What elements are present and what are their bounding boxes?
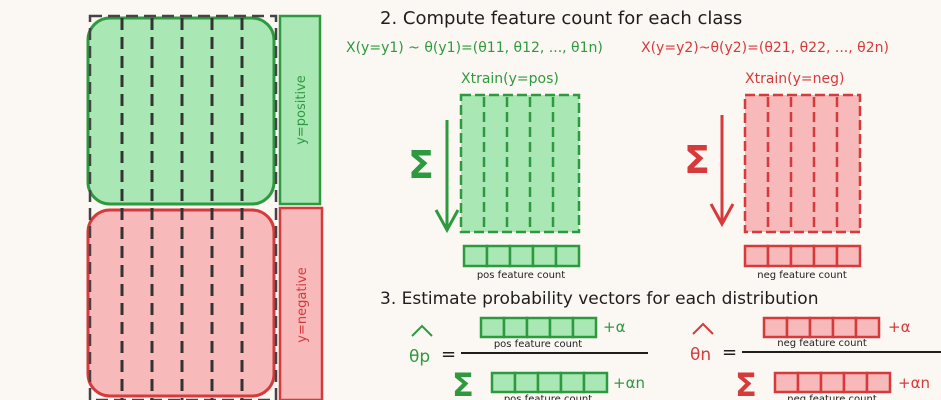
matrix-outline <box>88 14 278 400</box>
theta-n-denom-label: neg feature count <box>787 394 877 400</box>
theta-p-denom-sigma: Σ <box>452 366 474 400</box>
negative-label: y=negative <box>295 267 310 342</box>
xtrain-pos-matrix <box>459 93 581 234</box>
theta-p-denominator-vector <box>490 371 609 394</box>
pos-count-vector <box>462 244 581 268</box>
sigma-neg: Σ <box>684 138 710 182</box>
eq-pos: X(y=y1) ~ θ(y1)=(θ11, θ12, ..., θ1n) <box>346 40 603 56</box>
theta-p-equals: = <box>441 344 456 365</box>
theta-p-num-label: pos feature count <box>494 339 582 350</box>
arrow-down-neg <box>709 115 735 228</box>
positive-label: y=positive <box>294 75 309 145</box>
theta-p-plus-alpha-n: +αn <box>613 374 645 392</box>
theta-p-hat <box>411 324 433 337</box>
eq-neg: X(y=y2)~θ(y2)=(θ21, θ22, ..., θ2n) <box>641 40 889 56</box>
step2-heading: 2. Compute feature count for each class <box>380 8 742 29</box>
xtrain-pos-label: Xtrain(y=pos) <box>461 71 559 87</box>
xtrain-neg-label: Xtrain(y=neg) <box>745 71 845 87</box>
neg-count-vector <box>743 244 862 268</box>
sigma-pos: Σ <box>408 143 434 187</box>
theta-p-numerator-vector <box>479 316 598 339</box>
positive-label-box: y=positive <box>278 14 322 206</box>
theta-p-formula: θp = +α pos feature count Σ +αn pos feat… <box>409 316 648 400</box>
theta-p-plus-alpha: +α <box>603 318 626 336</box>
step3-heading: 3. Estimate probability vectors for each… <box>380 289 818 309</box>
theta-p-denom-label: pos feature count <box>504 394 592 400</box>
theta-n-denom-sigma: Σ <box>735 366 757 400</box>
negative-label-box: y=negative <box>278 206 324 400</box>
theta-n-num-label: neg feature count <box>777 338 867 349</box>
xtrain-neg-matrix <box>743 93 862 234</box>
pos-count-label: pos feature count <box>477 270 565 281</box>
training-matrix <box>86 14 278 400</box>
theta-n-plus-alpha-n: +αn <box>898 374 930 392</box>
theta-n-hat <box>692 322 714 335</box>
theta-n-equals: = <box>722 342 737 363</box>
theta-n-denominator-vector <box>773 371 892 394</box>
theta-n-numerator-vector <box>762 316 881 339</box>
matrix-column-dividers <box>120 18 244 400</box>
theta-n-formula: θn = +α neg feature count Σ +αn neg feat… <box>690 316 941 400</box>
theta-n-plus-alpha: +α <box>888 318 911 336</box>
theta-n-symbol: θn <box>690 345 711 365</box>
neg-count-label: neg feature count <box>757 270 847 281</box>
theta-p-symbol: θp <box>409 347 430 367</box>
arrow-down-pos <box>434 120 460 234</box>
